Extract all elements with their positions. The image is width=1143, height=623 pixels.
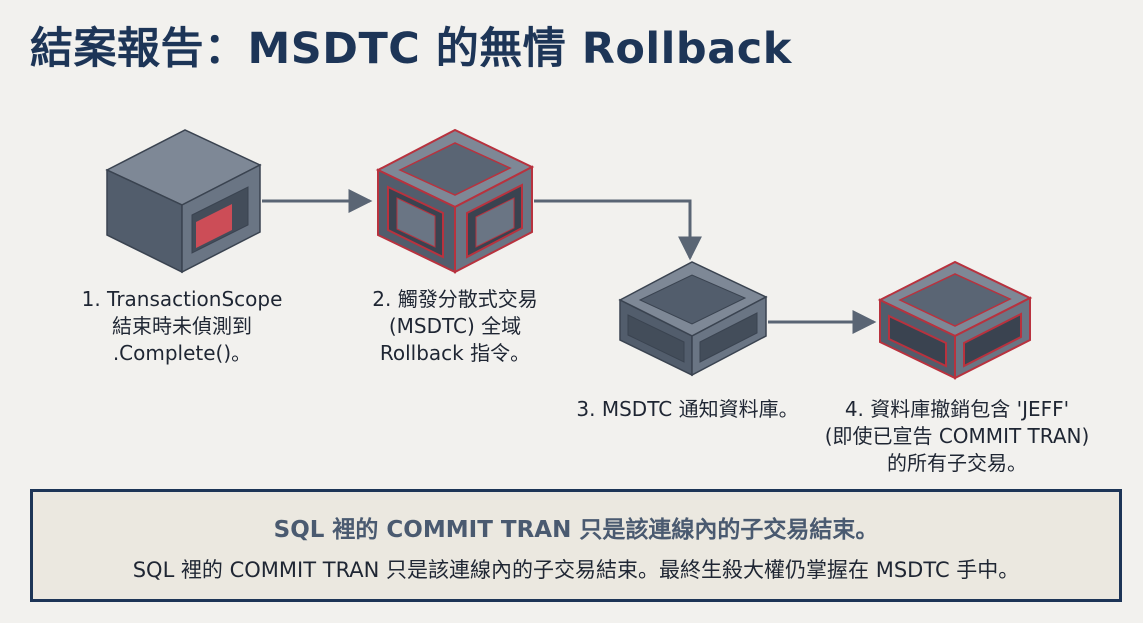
step-3-line-1: 3. MSDTC 通知資料庫。 (576, 397, 799, 421)
step-1-line-3: .Complete()。 (112, 341, 252, 365)
step-1-line-2: 結束時未偵測到 (112, 314, 252, 338)
step-2-line-3: Rollback 指令。 (379, 341, 531, 365)
summary-headline: SQL 裡的 COMMIT TRAN 只是該連線內的子交易結束。 (273, 517, 879, 543)
closed-box-with-red-window-icon (105, 129, 262, 274)
step-4-line-2: (即使已宣告 COMMIT TRAN) (824, 424, 1090, 448)
gray-open-cube-icon (618, 261, 768, 377)
step-2-line-2: (MSDTC) 全域 (388, 314, 522, 338)
step-3-label: 3. MSDTC 通知資料庫。 (565, 396, 810, 423)
page-title: 結案報告：MSDTC 的無情 Rollback (30, 24, 792, 74)
step-2-line-1: 2. 觸發分散式交易 (372, 287, 538, 311)
step-4-line-3: 的所有子交易。 (887, 451, 1027, 475)
step-1-line-1: 1. TransactionScope (81, 287, 283, 311)
step-4-label: 4. 資料庫撤銷包含 'JEFF' (即使已宣告 COMMIT TRAN) 的所… (812, 396, 1102, 477)
summary-panel: SQL 裡的 COMMIT TRAN 只是該連線內的子交易結束。 SQL 裡的 … (30, 489, 1122, 602)
red-outlined-open-cube-icon (375, 128, 535, 274)
arrow-step2-to-step3 (534, 199, 702, 261)
step-1-label: 1. TransactionScope 結束時未偵測到 .Complete()。 (67, 286, 297, 367)
red-outlined-hollow-cube-icon (877, 260, 1033, 380)
step-4-line-1: 4. 資料庫撤銷包含 'JEFF' (844, 397, 1070, 421)
flow-diagram (105, 128, 1033, 380)
summary-detail: SQL 裡的 COMMIT TRAN 只是該連線內的子交易結束。最終生殺大權仍掌… (132, 558, 1020, 582)
step-2-label: 2. 觸發分散式交易 (MSDTC) 全域 Rollback 指令。 (350, 286, 560, 367)
